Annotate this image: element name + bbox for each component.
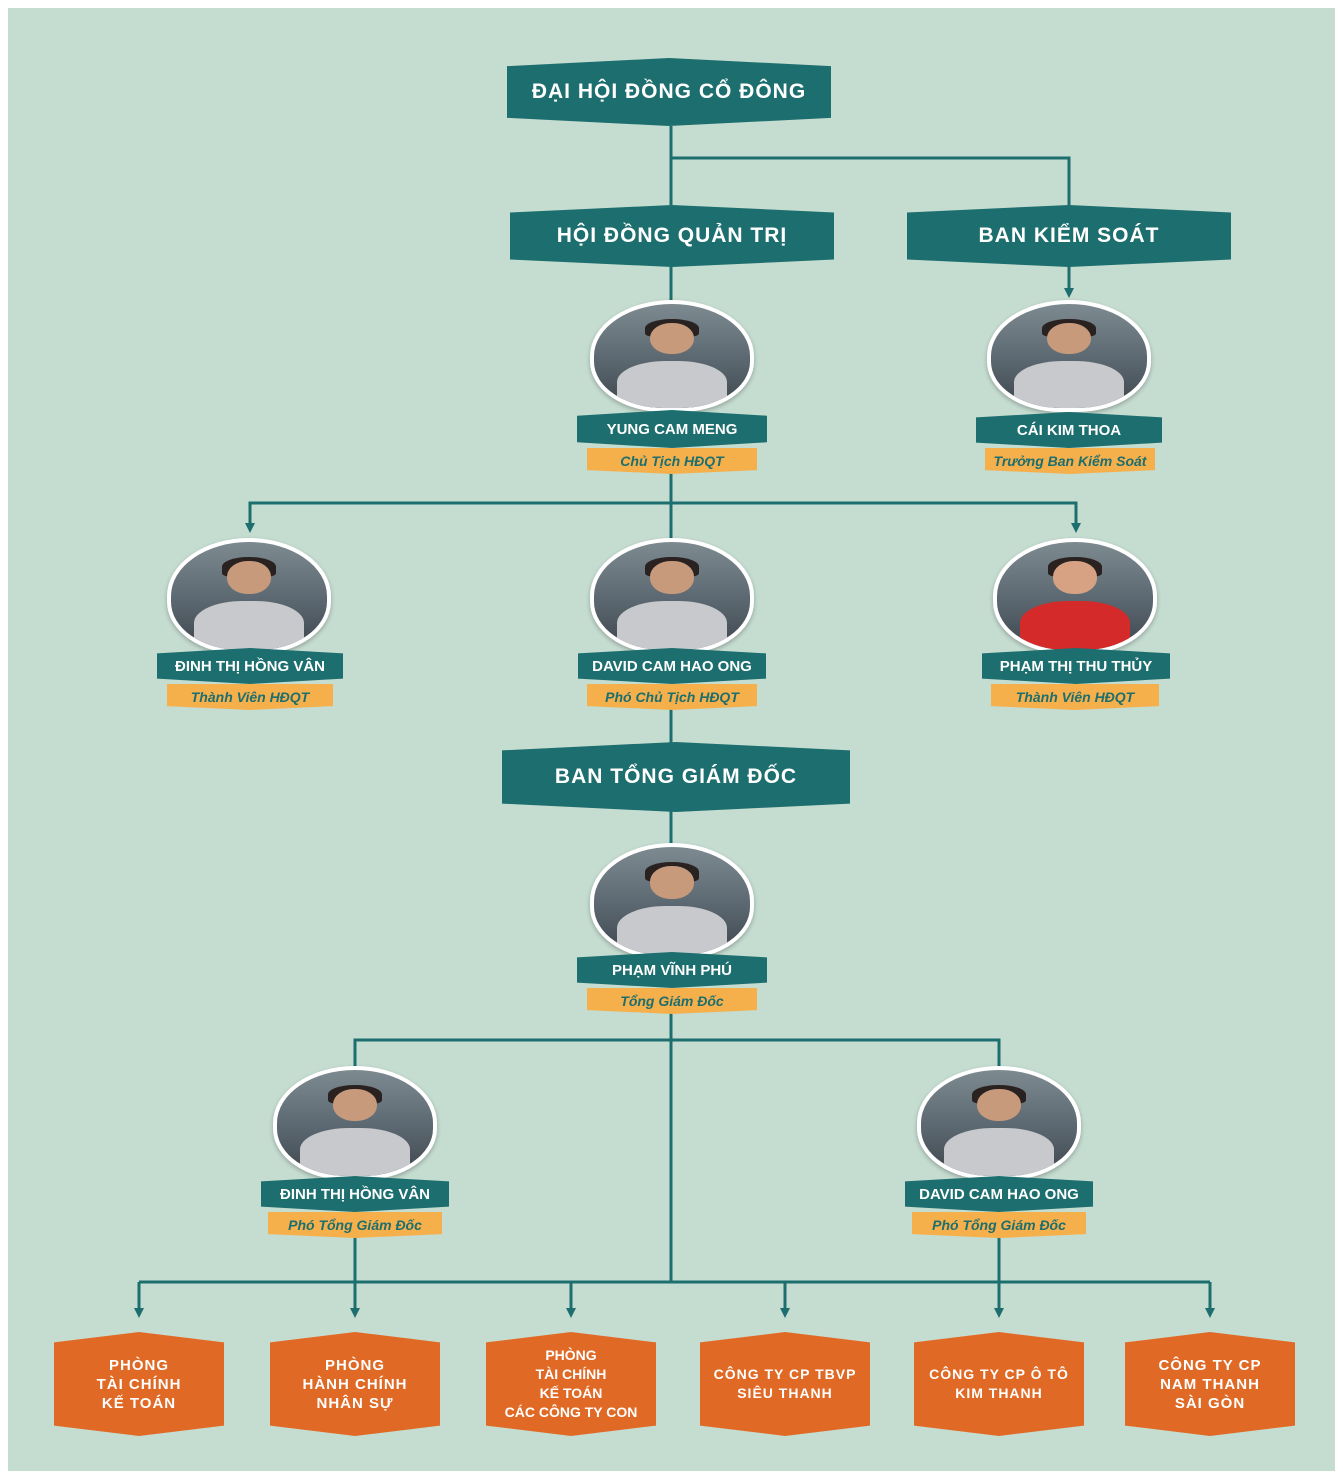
line-shareholders-supervisory — [671, 156, 1071, 205]
supervisory-banner: BAN KIỂM SOÁT — [907, 205, 1231, 267]
deputy-2-role: Phó Tổng Giám Đốc — [912, 1212, 1086, 1238]
unit-subsidiary-finance: PHÒNG TÀI CHÍNH KẾ TOÁN CÁC CÔNG TY CON — [486, 1332, 656, 1436]
unit-finance-accounting: PHÒNG TÀI CHÍNH KẾ TOÁN — [54, 1332, 224, 1436]
line-chairman-member-left — [245, 501, 671, 533]
shareholders-banner: ĐẠI HỘI ĐỒNG CỔ ĐÔNG — [507, 58, 831, 126]
chairman-photo — [590, 300, 754, 412]
board-member-2-photo — [590, 538, 754, 654]
deputy-1-role: Phó Tổng Giám Đốc — [268, 1212, 442, 1238]
deputy-2-photo — [917, 1066, 1081, 1180]
board-member-3-name: PHẠM THỊ THU THỦY — [982, 648, 1170, 684]
unit-sieu-thanh: CÔNG TY CP TBVP SIÊU THANH — [700, 1332, 870, 1436]
executive-label: BAN TỔNG GIÁM ĐỐC — [554, 765, 798, 788]
board-member-1-name: ĐINH THỊ HỒNG VÂN — [157, 648, 343, 684]
ceo-role: Tổng Giám Đốc — [587, 988, 757, 1014]
executive-banner: BAN TỔNG GIÁM ĐỐC — [502, 742, 850, 812]
board-member-3-photo — [993, 538, 1157, 654]
board-banner: HỘI ĐỒNG QUẢN TRỊ — [510, 205, 834, 267]
ceo-photo — [590, 843, 754, 959]
unit-admin-hr: PHÒNG HÀNH CHÍNH NHÂN SỰ — [270, 1332, 440, 1436]
shareholders-label: ĐẠI HỘI ĐỒNG CỔ ĐÔNG — [531, 80, 807, 103]
unit-nam-thanh: CÔNG TY CP NAM THANH SÀI GÒN — [1125, 1332, 1295, 1436]
board-member-1-photo — [167, 538, 331, 654]
supervisory-label: BAN KIỂM SOÁT — [978, 224, 1160, 247]
board-member-2-role: Phó Chủ Tịch HĐQT — [587, 684, 757, 710]
chairman-role: Chủ Tịch HĐQT — [587, 448, 757, 474]
line-ceo-deputies — [353, 1038, 1001, 1068]
supervisor-photo — [987, 300, 1151, 412]
deputy-1-photo — [273, 1066, 437, 1180]
board-member-1-role: Thành Viên HĐQT — [167, 684, 333, 710]
board-label: HỘI ĐỒNG QUẢN TRỊ — [556, 224, 788, 247]
chairman-name: YUNG CAM MENG — [577, 410, 767, 448]
supervisor-name: CÁI KIM THOA — [976, 412, 1162, 448]
deputy-2-name: DAVID CAM HAO ONG — [905, 1176, 1093, 1212]
unit-kim-thanh: CÔNG TY CP Ô TÔ KIM THANH — [914, 1332, 1084, 1436]
ceo-name: PHẠM VĨNH PHÚ — [577, 952, 767, 988]
board-member-2-name: DAVID CAM HAO ONG — [578, 648, 766, 684]
line-chairman-member-right — [671, 501, 1081, 533]
supervisor-role: Trưởng Ban Kiểm Soát — [985, 448, 1155, 474]
board-member-3-role: Thành Viên HĐQT — [991, 684, 1159, 710]
deputy-1-name: ĐINH THỊ HỒNG VÂN — [261, 1176, 449, 1212]
